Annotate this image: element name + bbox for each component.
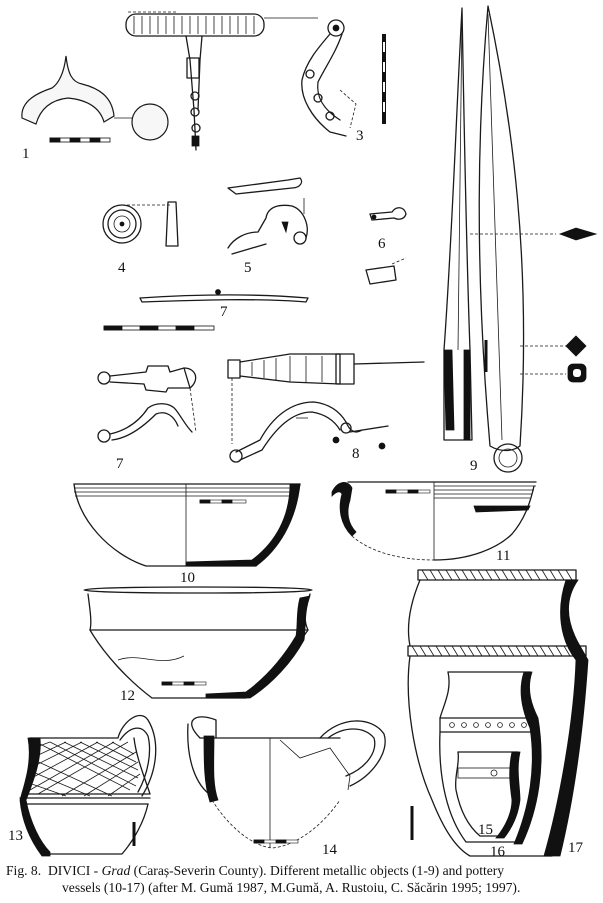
vessel-16-drawing: 16 (439, 671, 542, 860)
label-7b: 7 (116, 456, 124, 472)
label-16: 16 (490, 844, 506, 860)
caption-line2: vessels (10-17) (after M. Gumă 1987, M.G… (62, 880, 521, 895)
label-8: 8 (352, 446, 360, 462)
label-4: 4 (118, 260, 126, 276)
vessel-12-drawing: 12 (83, 586, 313, 704)
object-6-drawing: 6 (365, 207, 407, 285)
label-12: 12 (120, 688, 135, 704)
scale-bar-2 (103, 325, 215, 331)
figure-plate: 1 3 4 (8, 5, 598, 860)
label-13: 13 (8, 828, 23, 844)
label-3: 3 (356, 128, 364, 144)
object-3-drawing: 3 (301, 19, 386, 144)
label-7a: 7 (220, 304, 228, 320)
label-11: 11 (496, 548, 510, 564)
label-6: 6 (378, 236, 386, 252)
label-17: 17 (568, 840, 584, 856)
object-7-needle-drawing: 7 (139, 289, 309, 320)
label-10: 10 (180, 570, 195, 586)
caption-site: DIVICI - (47, 863, 99, 878)
label-1: 1 (22, 146, 30, 162)
vessel-17-drawing: 17 (407, 569, 589, 857)
object-1-drawing: 1 (21, 55, 169, 162)
object-7-fibula-drawing: 7 (97, 365, 197, 472)
figure-caption: Fig. 8. DIVICI - Grad (Caraș-Severin Cou… (6, 862, 598, 896)
label-14: 14 (322, 842, 338, 858)
label-15: 15 (478, 822, 493, 838)
caption-line1: (Caraș-Severin County). Different metall… (133, 863, 505, 878)
vessel-14-drawing: 14 (187, 716, 386, 858)
scale-bar-1 (49, 137, 111, 143)
caption-site-italic: Grad (101, 863, 131, 878)
caption-label: Fig. 8. (6, 863, 42, 878)
object-2-drawing (125, 11, 318, 151)
object-5-drawing: 5 (227, 177, 308, 276)
label-5: 5 (244, 260, 252, 276)
vessel-11-drawing: 11 (331, 481, 537, 564)
object-4-drawing: 4 (102, 201, 179, 276)
vessel-10-drawing: 10 (73, 483, 301, 586)
vessel-15-drawing: 15 (454, 751, 521, 839)
object-9-drawing: 9 (443, 5, 598, 474)
label-9: 9 (470, 458, 478, 474)
vessel-13-drawing: 13 (8, 714, 157, 857)
object-8-drawing: 8 (227, 353, 425, 463)
